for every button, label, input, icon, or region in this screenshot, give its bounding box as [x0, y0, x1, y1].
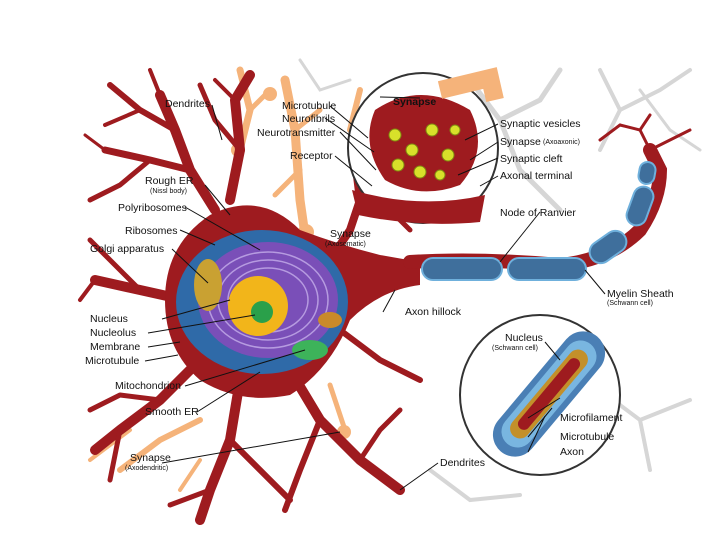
label-neurotransmitter: Neurotransmitter — [257, 127, 336, 139]
nucleolus — [251, 301, 273, 323]
label-synapse-axodendritic-sub: (Axodendritic) — [125, 465, 169, 472]
label-synapse-axosomatic: Synapse — [330, 228, 371, 240]
label-neurofibrils: Neurofibrils — [282, 113, 336, 125]
label-synapse-axosomatic-sub: (Axosomatic) — [325, 241, 366, 248]
leader-lines — [144, 96, 606, 491]
label-polyribosomes: Polyribosomes — [118, 202, 187, 214]
label-rough-er: Rough ER — [145, 175, 194, 187]
label-synaptic-vesicles: Synaptic vesicles — [500, 118, 581, 130]
dendrite-terminal — [263, 87, 277, 101]
label-microtubule-left: Microtubule — [85, 355, 140, 367]
label-nucleolus: Nucleolus — [90, 327, 137, 339]
label-dendrites-top: Dendrites — [165, 98, 210, 110]
label-synapse-axoaxonic: Synapse — [500, 136, 541, 148]
mitochondrion-2 — [318, 312, 342, 328]
myelin-sheath — [421, 161, 657, 281]
label-nucleus-schwann-sub: (Schwann cell) — [492, 345, 538, 352]
axon-terminals — [598, 113, 692, 152]
label-golgi: Golgi apparatus — [90, 243, 165, 255]
label-synaptic-cleft: Synaptic cleft — [500, 153, 563, 165]
label-myelin-sheath-sub: (Schwann cell) — [607, 300, 653, 307]
label-node-of-ranvier: Node of Ranvier — [500, 207, 576, 219]
label-synapse-inset: Synapse — [393, 96, 437, 108]
label-microtubule-top: Microtubule — [282, 100, 337, 112]
myelin-inset-cylinder — [492, 331, 606, 457]
label-microtubule-inset: Microtubule — [560, 431, 615, 443]
label-dendrites-bottom: Dendrites — [440, 457, 485, 469]
label-axonal-terminal: Axonal terminal — [500, 170, 573, 182]
label-myelin-sheath: Myelin Sheath — [607, 288, 674, 300]
label-synapse-axoaxonic-sub: (Axoaxonic) — [543, 139, 580, 146]
inset-postsynaptic — [352, 190, 485, 224]
label-membrane: Membrane — [90, 341, 141, 353]
synaptic-vesicles — [388, 123, 461, 181]
golgi-apparatus — [194, 259, 222, 311]
inset-terminal-stalk — [437, 67, 504, 102]
label-receptor: Receptor — [290, 150, 333, 162]
dendrite-tree — [78, 68, 423, 525]
label-microfilament: Microfilament — [560, 412, 623, 424]
label-rough-er-sub: (Nissl body) — [150, 188, 187, 195]
label-axon: Axon — [560, 446, 584, 458]
mitochondrion — [292, 340, 328, 360]
label-axon-hillock: Axon hillock — [405, 306, 462, 318]
label-smooth-er: Smooth ER — [145, 406, 199, 418]
label-ribosomes: Ribosomes — [125, 225, 178, 237]
label-nucleus-schwann: Nucleus — [505, 332, 543, 344]
label-nucleus: Nucleus — [90, 313, 128, 325]
label-mitochondrion: Mitochondrion — [115, 380, 181, 392]
label-synapse-axodendritic: Synapse — [130, 452, 171, 464]
